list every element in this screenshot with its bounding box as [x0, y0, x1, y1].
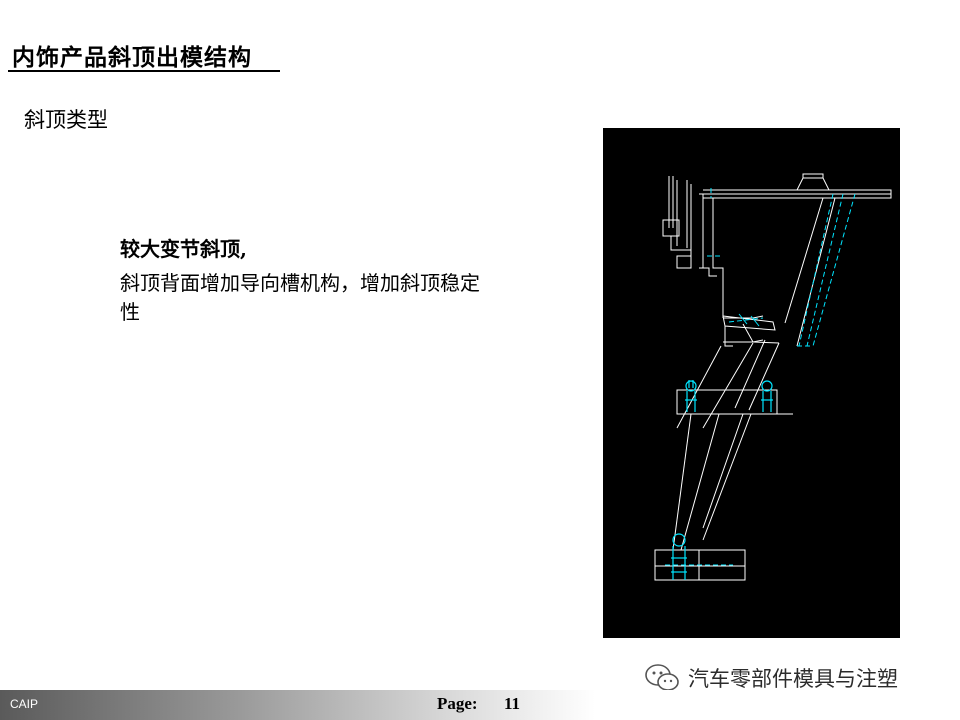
watermark-text: 汽车零部件模具与注塑	[688, 667, 898, 691]
cad-drawing	[603, 128, 900, 638]
watermark: 汽车零部件模具与注塑	[644, 662, 898, 694]
lifter-mechanism-drawing	[654, 173, 892, 581]
title-underline	[8, 70, 280, 72]
section-heading: 较大变节斜顶,	[120, 237, 247, 261]
footer-brand: CAIP	[10, 697, 39, 711]
section-body: 斜顶背面增加导向槽机构，增加斜顶稳定性	[120, 271, 480, 324]
slide-subtitle: 斜顶类型	[24, 108, 108, 132]
wechat-icon	[645, 664, 679, 691]
slide-title: 内饰产品斜顶出模结构	[12, 44, 252, 71]
page-label: Page:	[437, 694, 478, 713]
page-number: 11	[504, 694, 521, 713]
footer-bar	[0, 690, 960, 720]
